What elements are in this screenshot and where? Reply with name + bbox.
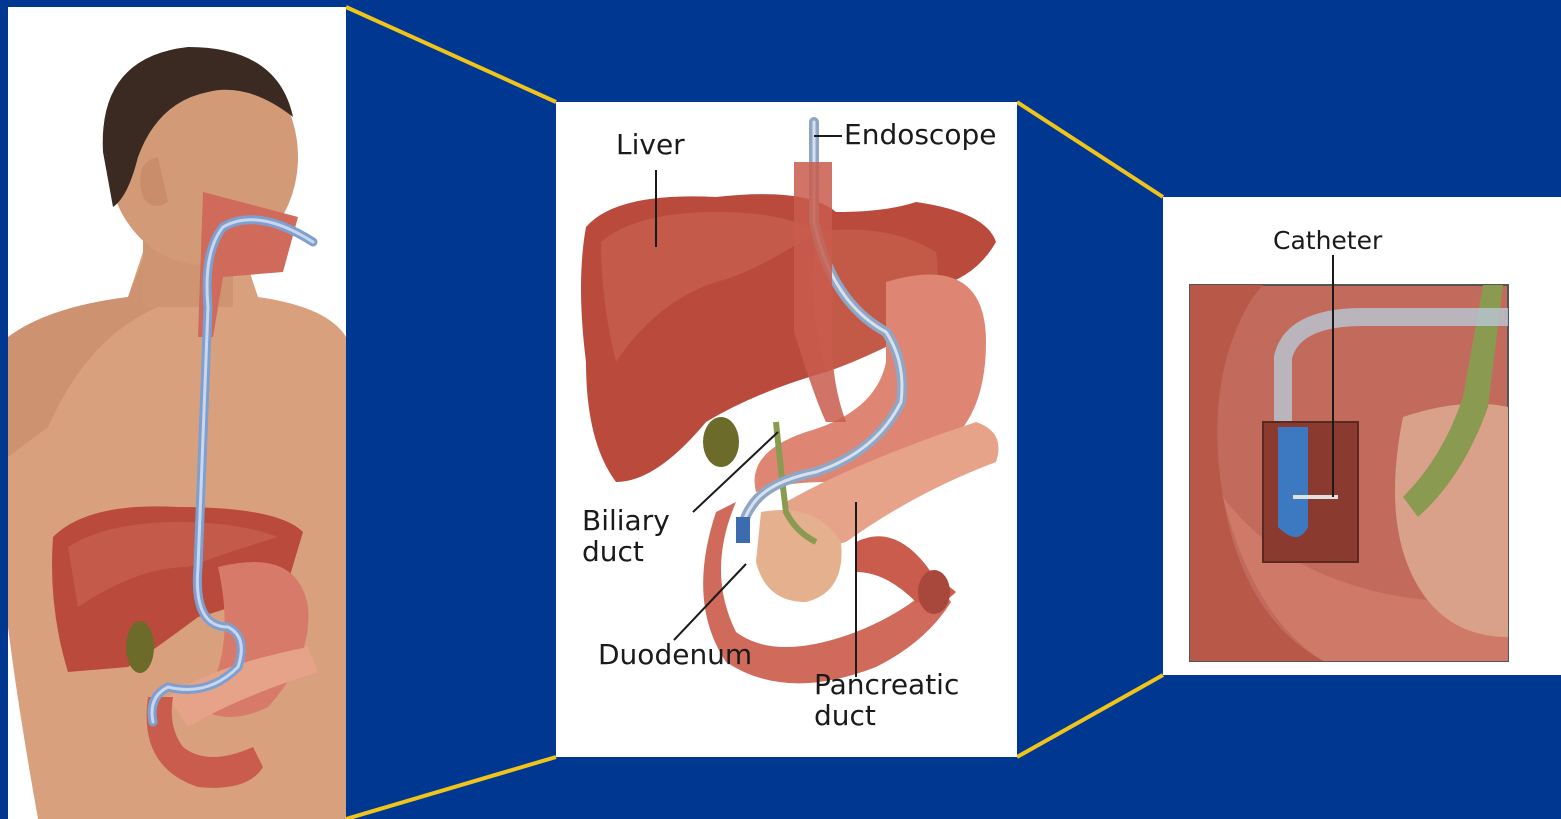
catheter-closeup-illustration <box>1163 197 1561 675</box>
abdominal-anatomy-panel: Liver Endoscope Biliary duct Duodenum Pa… <box>556 102 1017 757</box>
papilla-opening <box>1263 422 1358 562</box>
torso-illustration <box>8 7 346 819</box>
pancreatic-duct-label: Pancreatic duct <box>814 670 959 732</box>
connector-line <box>346 7 556 102</box>
connector-line <box>346 757 556 819</box>
liver-label: Liver <box>616 130 685 161</box>
gallbladder <box>703 417 739 467</box>
endoscope-label: Endoscope <box>844 120 996 151</box>
catheter-closeup-panel: Catheter <box>1163 197 1561 675</box>
duodenum-label: Duodenum <box>598 640 752 671</box>
biliary-duct-label: Biliary duct <box>582 506 670 568</box>
torso-illustration-panel <box>8 7 346 819</box>
connector-line <box>1017 102 1163 197</box>
intestine-opening <box>918 570 950 614</box>
gallbladder <box>126 621 154 673</box>
catheter-label: Catheter <box>1273 227 1382 255</box>
connector-line <box>1017 675 1163 757</box>
endoscope-tip <box>736 517 750 543</box>
endoscope-tip <box>1278 427 1308 537</box>
